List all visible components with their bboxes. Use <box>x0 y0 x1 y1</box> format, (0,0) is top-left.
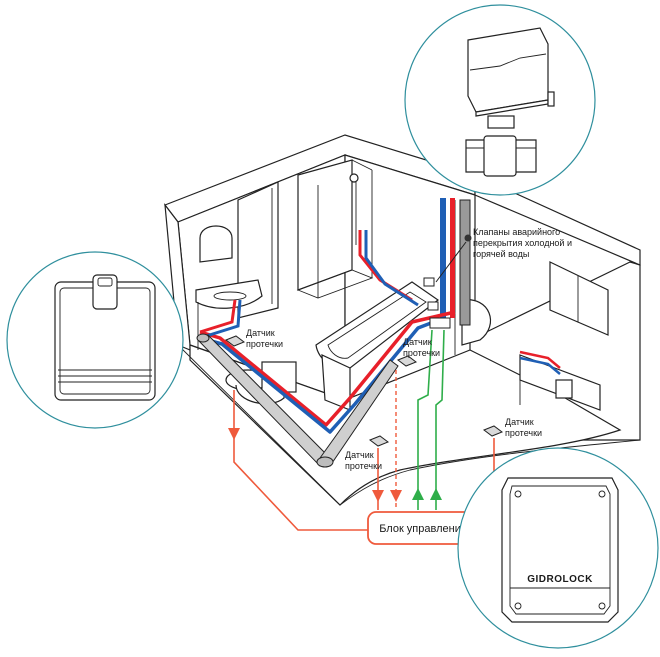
svg-text:Датчик: Датчик <box>505 417 534 427</box>
svg-text:протечки: протечки <box>246 339 283 349</box>
svg-text:Датчик: Датчик <box>246 328 275 338</box>
leak-sensor-icon <box>368 435 390 447</box>
shower-head-icon <box>349 173 359 183</box>
svg-text:Датчик: Датчик <box>403 337 432 347</box>
mirror <box>199 225 233 263</box>
control-unit-label: Блок управления <box>379 523 467 535</box>
valves-label: Клапаны аварийного перекрытия холодной и… <box>473 227 572 259</box>
sensor-kitchen-label: Датчик протечки <box>505 417 542 438</box>
leak-sensors <box>224 335 504 447</box>
sensor-bottom-label: Датчик протечки <box>345 450 382 471</box>
leak-sensor-icon <box>54 274 156 401</box>
valves-label-line-3: горячей воды <box>473 249 529 259</box>
kitchen-cabinet <box>549 261 609 336</box>
valve-label-dot <box>464 234 472 242</box>
unit-callout: GIDROLOCK <box>457 447 659 649</box>
valve-icon <box>427 301 439 311</box>
valve-assembly <box>423 234 472 329</box>
valve-icon <box>423 277 435 287</box>
valve-callout <box>404 4 596 196</box>
valves-label-line-2: перекрытия холодной и <box>473 238 572 248</box>
bathroom-fixtures <box>195 159 609 411</box>
svg-text:протечки: протечки <box>345 461 382 471</box>
sensor-center-label: Датчик протечки <box>403 337 440 358</box>
svg-text:протечки: протечки <box>505 428 542 438</box>
sensor-left-label: Датчик протечки <box>246 328 283 349</box>
svg-text:Датчик: Датчик <box>345 450 374 460</box>
control-unit: Блок управления <box>367 511 479 545</box>
motorized-valve-icon <box>465 27 555 177</box>
sensor-callout <box>6 251 184 429</box>
shower-cabin <box>297 159 353 291</box>
leak-sensor-icon <box>396 355 418 367</box>
water-pipes <box>196 198 561 468</box>
leak-sensor-icon <box>482 425 504 437</box>
svg-text:протечки: протечки <box>403 348 440 358</box>
valves-label-line-1: Клапаны аварийного <box>473 227 560 237</box>
control-unit-icon: GIDROLOCK <box>501 477 619 623</box>
leak-sensor-icon <box>224 335 246 347</box>
brand-logo: GIDROLOCK <box>527 574 593 585</box>
control-wiring <box>412 329 445 510</box>
